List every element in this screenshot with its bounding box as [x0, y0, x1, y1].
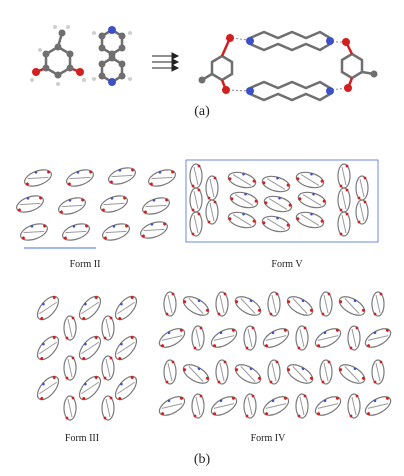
form-2-label: Form II: [69, 259, 101, 270]
form-5-packing: [185, 159, 379, 243]
bipyridine-atoms: [92, 26, 132, 86]
form-4-label: Form IV: [250, 433, 286, 444]
form-4-packing: [155, 291, 395, 420]
panel-a-label: (a): [194, 104, 210, 119]
form-3-label: Form III: [64, 433, 100, 444]
cocrystal-dimer: [198, 30, 378, 102]
form-2-packing: [13, 163, 179, 249]
panel-b-label: (b): [193, 452, 211, 467]
form-3-packing: [32, 291, 141, 421]
orcinol-atoms: [30, 25, 86, 86]
reaction-arrows: [152, 52, 180, 72]
form-5-label: Form V: [271, 259, 303, 270]
